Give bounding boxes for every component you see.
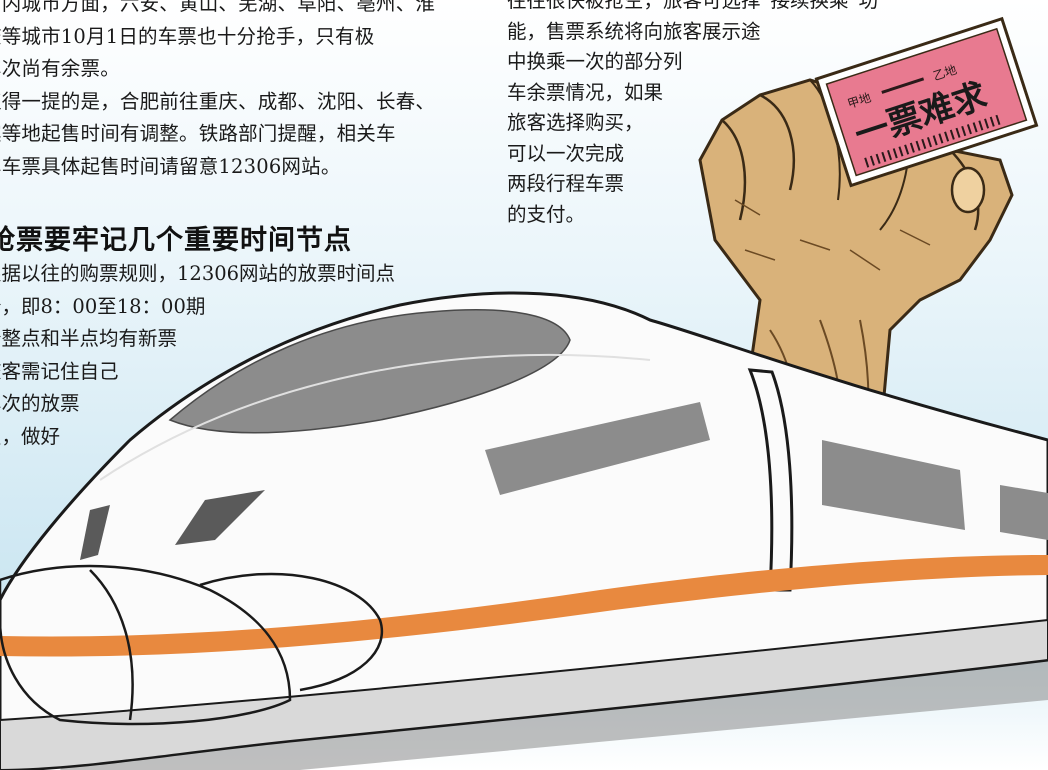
- article-right: 往往很快被抢空，旅客可选择“接续换乘”功 能，售票系统将向旅客展示途 中换乘一次…: [507, 0, 1027, 230]
- ticket-icon: 甲地 乙地 一票难求: [814, 16, 1039, 188]
- text-line: 车次的放票: [0, 392, 80, 415]
- article-left-top: 省内城市方面，六安、黄山、芜湖、阜阳、亳州、淮 庆等城市10月1日的车票也十分抢…: [0, 0, 482, 183]
- text-line: 往往很快被抢空，旅客可选择“接续换乘”功: [507, 0, 878, 12]
- train-icon: [0, 291, 1048, 770]
- text-line: 省内城市方面，六安、黄山、芜湖、阜阳、亳州、淮: [0, 0, 436, 15]
- text-line: 旅客需记住自己: [0, 359, 119, 383]
- article-left-bottom: 根据以往的购票规则，12306网站的放票时间点 个，即8：00至18：00期 个…: [0, 258, 462, 453]
- text-line: 车余票情况，如果: [507, 80, 664, 104]
- text-line: 可以一次完成: [507, 141, 625, 165]
- text-line: 中换乘一次的部分列: [507, 50, 683, 73]
- text-line: 两段行程车票: [507, 172, 625, 195]
- text-line: 庆等城市10月1日的车票也十分抢手，只有极: [0, 24, 375, 48]
- text-line: 旅客选择购买，: [507, 111, 644, 134]
- text-line: 能，售票系统将向旅客展示途: [507, 19, 761, 43]
- text-line: 个，即8：00至18：00期: [0, 294, 206, 318]
- text-line: 值得一提的是，合肥前往重庆、成都、沈阳、长春、: [0, 89, 436, 113]
- text-line: 点，做好: [0, 424, 61, 448]
- text-line: 车车票具体起售时间请留意12306网站。: [0, 154, 341, 178]
- text-line: 滨等地起售时间有调整。铁路部门提醒，相关车: [0, 122, 396, 145]
- text-line: 的支付。: [507, 202, 586, 226]
- text-line: 根据以往的购票规则，12306网站的放票时间点: [0, 262, 396, 285]
- text-line: 车次尚有余票。: [0, 57, 120, 80]
- section-heading: 抢票要牢记几个重要时间节点: [0, 225, 352, 256]
- text-line: 个整点和半点均有新票: [0, 327, 178, 350]
